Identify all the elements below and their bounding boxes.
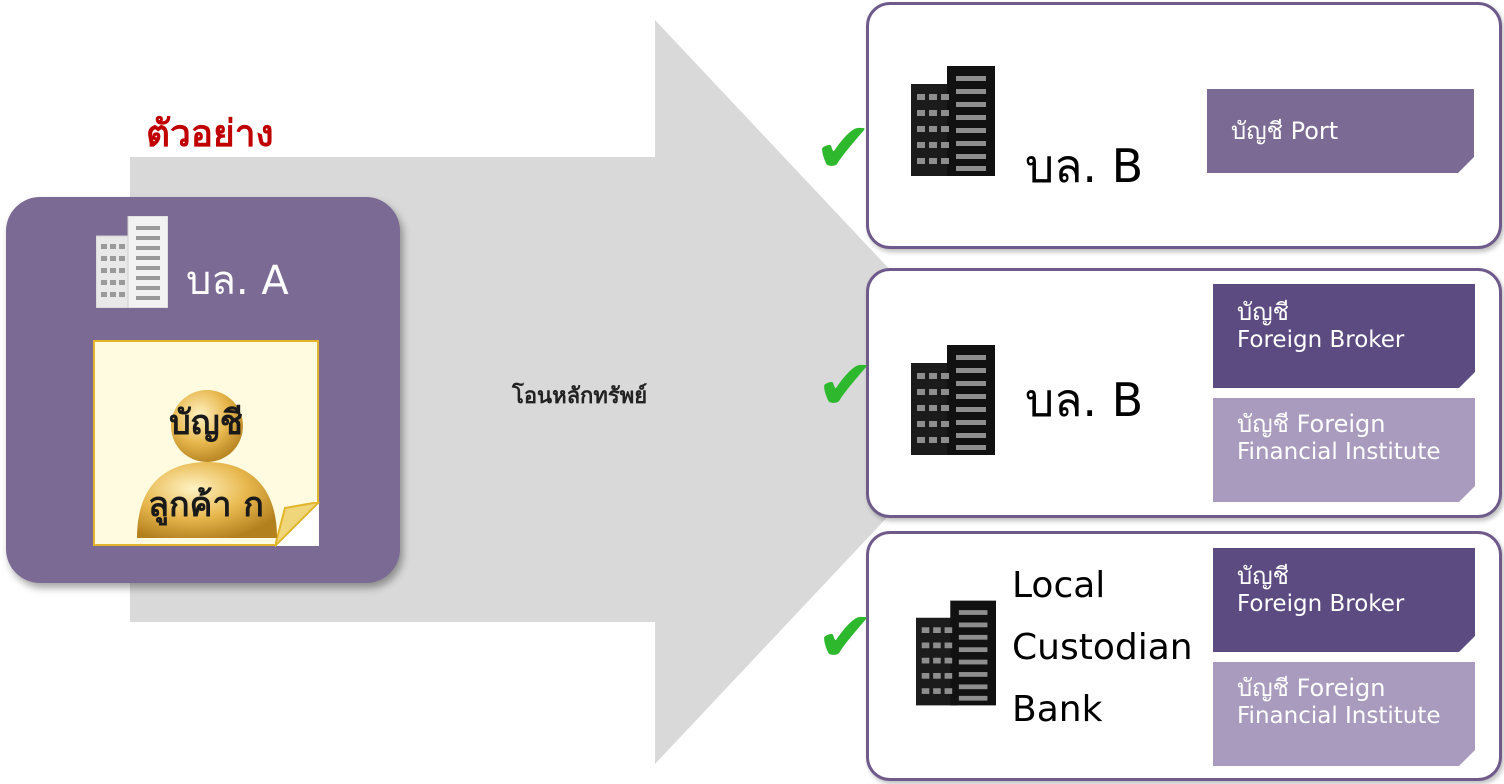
building-icon: [96, 216, 168, 308]
tag-fold: [1459, 486, 1475, 502]
tag-fold: [1459, 750, 1475, 766]
checkmark-icon: ✔: [814, 107, 873, 189]
person-icon: [137, 390, 277, 538]
account-tag: บัญชี Port: [1207, 89, 1474, 173]
destination-name: บล. B: [1025, 139, 1144, 193]
source-company-name: บล. A: [186, 258, 289, 304]
tag-fold: [1459, 636, 1475, 652]
transfer-label: โอนหลักทรัพย์: [512, 384, 648, 409]
account-tag: บัญชี Foreign Financial Institute: [1213, 398, 1475, 502]
destination-name-line3: Bank: [1012, 689, 1103, 730]
account-tag: บัญชี Foreign Broker: [1213, 284, 1475, 388]
building-icon: [911, 66, 995, 176]
account-label-line1: บัญชี: [169, 403, 243, 443]
account-tag-line1: บัญชี: [1237, 562, 1289, 590]
account-tag-line2: Financial Institute: [1237, 703, 1441, 729]
account-label-line2: ลูกค้า ก: [148, 485, 264, 525]
account-tag: บัญชี Foreign Broker: [1213, 548, 1475, 652]
account-tag-line2: Financial Institute: [1237, 439, 1441, 465]
tag-fold: [1458, 157, 1474, 173]
account-tag-line1: บัญชี Foreign: [1237, 674, 1386, 702]
account-tag-label: บัญชี Port: [1231, 117, 1339, 145]
destination-name-line1: Local: [1012, 565, 1106, 606]
checkmark-icon: ✔: [816, 344, 875, 426]
destination-name: บล. B: [1025, 373, 1144, 427]
account-tag-line2: Foreign Broker: [1237, 591, 1405, 617]
building-icon: [916, 600, 996, 706]
account-tag-line1: บัญชี Foreign: [1237, 410, 1386, 438]
account-tag-line1: บัญชี: [1237, 298, 1289, 326]
destination-name: Local Custodian Bank: [1012, 555, 1193, 741]
checkmark-icon: ✔: [816, 596, 875, 678]
destination-name-line2: Custodian: [1012, 627, 1193, 668]
account-tag: บัญชี Foreign Financial Institute: [1213, 662, 1475, 766]
note-fold: [275, 502, 321, 548]
account-tag-line2: Foreign Broker: [1237, 327, 1405, 353]
page-title: ตัวอย่าง: [146, 112, 274, 155]
building-icon: [911, 345, 995, 455]
tag-fold: [1459, 372, 1475, 388]
customer-account-label: บัญชี ลูกค้า ก: [95, 382, 317, 546]
